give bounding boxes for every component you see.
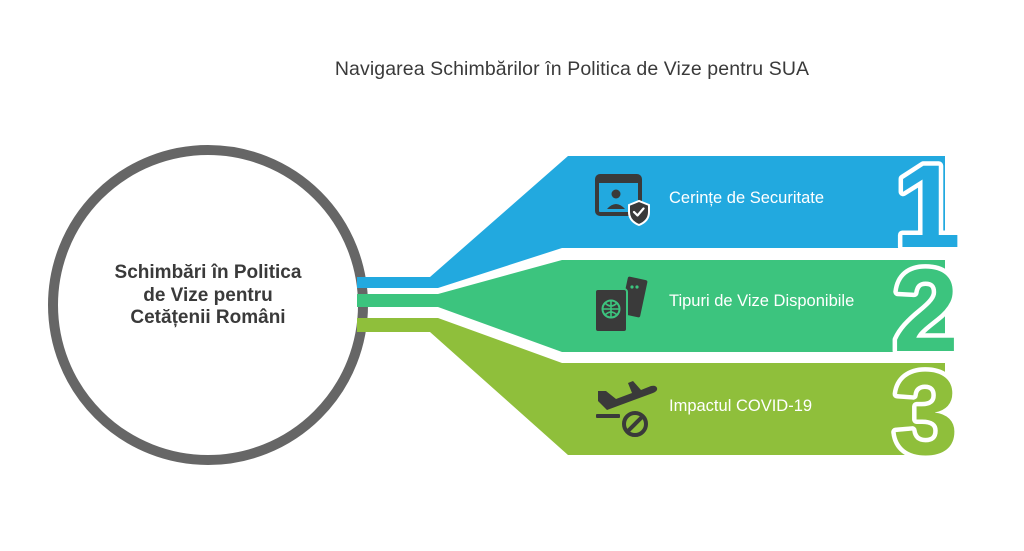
- passport-ticket-icon: [594, 276, 648, 333]
- item-number-3: 3: [893, 348, 959, 480]
- item-label-1: Cerințe de Securitate: [669, 189, 825, 207]
- no-flights-icon: [596, 381, 658, 437]
- item-label-3: Impactul COVID-19: [669, 397, 813, 415]
- security-id-card-icon: [595, 174, 650, 227]
- center-title: Schimbări în Politica de Vize pentru Cet…: [114, 262, 302, 328]
- item-label-2: Tipuri de Vize Disponibile: [669, 292, 855, 310]
- item-number-2: 2: [893, 245, 959, 377]
- item-number-1: 1: [895, 141, 961, 273]
- page-title: Navigarea Schimbărilor în Politica de Vi…: [334, 58, 810, 80]
- item-bar-2: [357, 260, 945, 352]
- item-bar-1: [357, 156, 945, 288]
